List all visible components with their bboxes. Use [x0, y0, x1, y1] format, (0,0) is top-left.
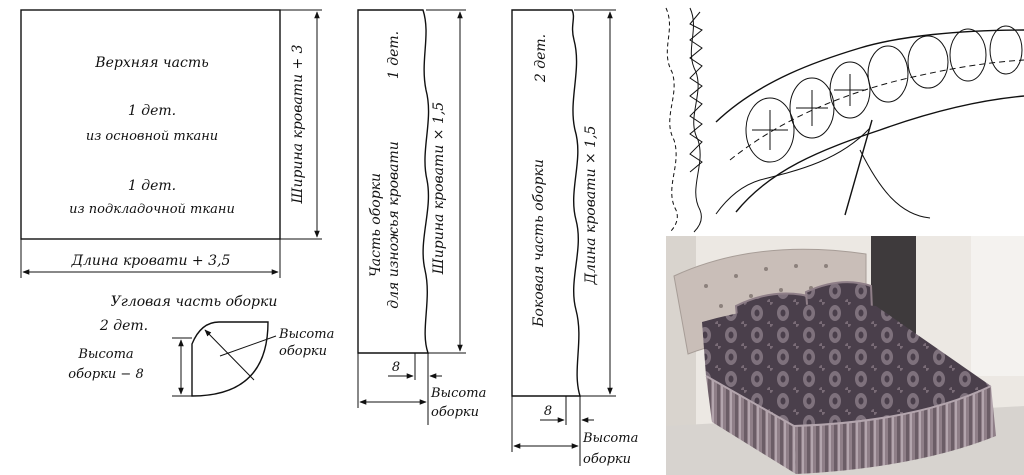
foot-piece-name-a: Часть оборки — [368, 173, 384, 277]
corner-piece-count: 2 дет. — [99, 318, 148, 334]
side-ruffle-piece: Боковая часть оборки 2 дет. Длина кроват… — [511, 9, 638, 467]
bed-photo — [666, 236, 1024, 475]
corner-piece-right-dim-b: оборки — [279, 344, 327, 359]
bedspread-ruffle-side — [706, 376, 796, 474]
ruffle-puffs — [745, 25, 1023, 163]
top-panel-length-label: Длина кровати + 3,5 — [71, 253, 231, 269]
foot-piece-count: 1 дет. — [386, 31, 402, 79]
corner-piece-outline — [191, 321, 269, 397]
foot-piece-offset-label: 8 — [392, 360, 400, 375]
side-piece-outline — [511, 9, 581, 397]
thread — [715, 127, 871, 215]
window — [971, 236, 1024, 376]
foot-piece-length-label: Ширина кровати × 1,5 — [431, 102, 447, 276]
side-piece-name: Боковая часть оборки — [531, 159, 547, 328]
top-panel-count-main: 1 дет. — [128, 103, 176, 119]
side-piece-offset-label: 8 — [544, 404, 552, 419]
corner-piece-title: Угловая часть оборки — [111, 294, 278, 310]
gathered-ruffle-illustration — [665, 7, 1024, 233]
top-panel-main-fabric: из основной ткани — [86, 129, 218, 144]
top-panel-count-lining: 1 дет. — [128, 178, 176, 194]
corner-piece-left-dim-b: оборки − 8 — [68, 367, 143, 382]
bedspread-ruffle-front — [794, 386, 996, 474]
top-panel-width-label: Ширина кровати + 3 — [290, 44, 306, 204]
top-panel-title: Верхняя часть — [94, 55, 208, 71]
top-panel-outline — [20, 9, 281, 240]
corner-piece: Угловая часть оборки 2 дет. Высота оборк… — [68, 294, 334, 397]
side-piece-count: 2 дет. — [533, 34, 549, 83]
bedspread-top — [702, 304, 991, 426]
needle — [844, 119, 873, 216]
corner-piece-radius-leader — [219, 335, 277, 357]
side-piece-height-b: оборки — [583, 452, 631, 467]
side-piece-height-a: Высота — [582, 431, 638, 446]
foot-piece-height-a: Высота — [430, 386, 486, 401]
corner-piece-right-dim-a: Высота — [278, 327, 334, 342]
bed-photo-drawing — [666, 236, 1024, 475]
top-panel-lining-fabric: из подкладочной ткани — [69, 202, 235, 217]
corner-piece-radius-arrow — [204, 329, 255, 381]
foot-ruffle-piece: Часть оборки для изножья кровати 1 дет. … — [357, 9, 486, 425]
corner-piece-left-dim-a: Высота — [77, 347, 133, 362]
top-panel: Верхняя часть 1 дет. из основной ткани 1… — [20, 9, 322, 278]
foot-piece-outline — [357, 9, 430, 354]
side-piece-length-label: Длина кровати × 1,5 — [583, 126, 599, 286]
foot-piece-name-b: для изножья кровати — [386, 141, 402, 309]
foot-piece-height-b: оборки — [431, 405, 479, 420]
